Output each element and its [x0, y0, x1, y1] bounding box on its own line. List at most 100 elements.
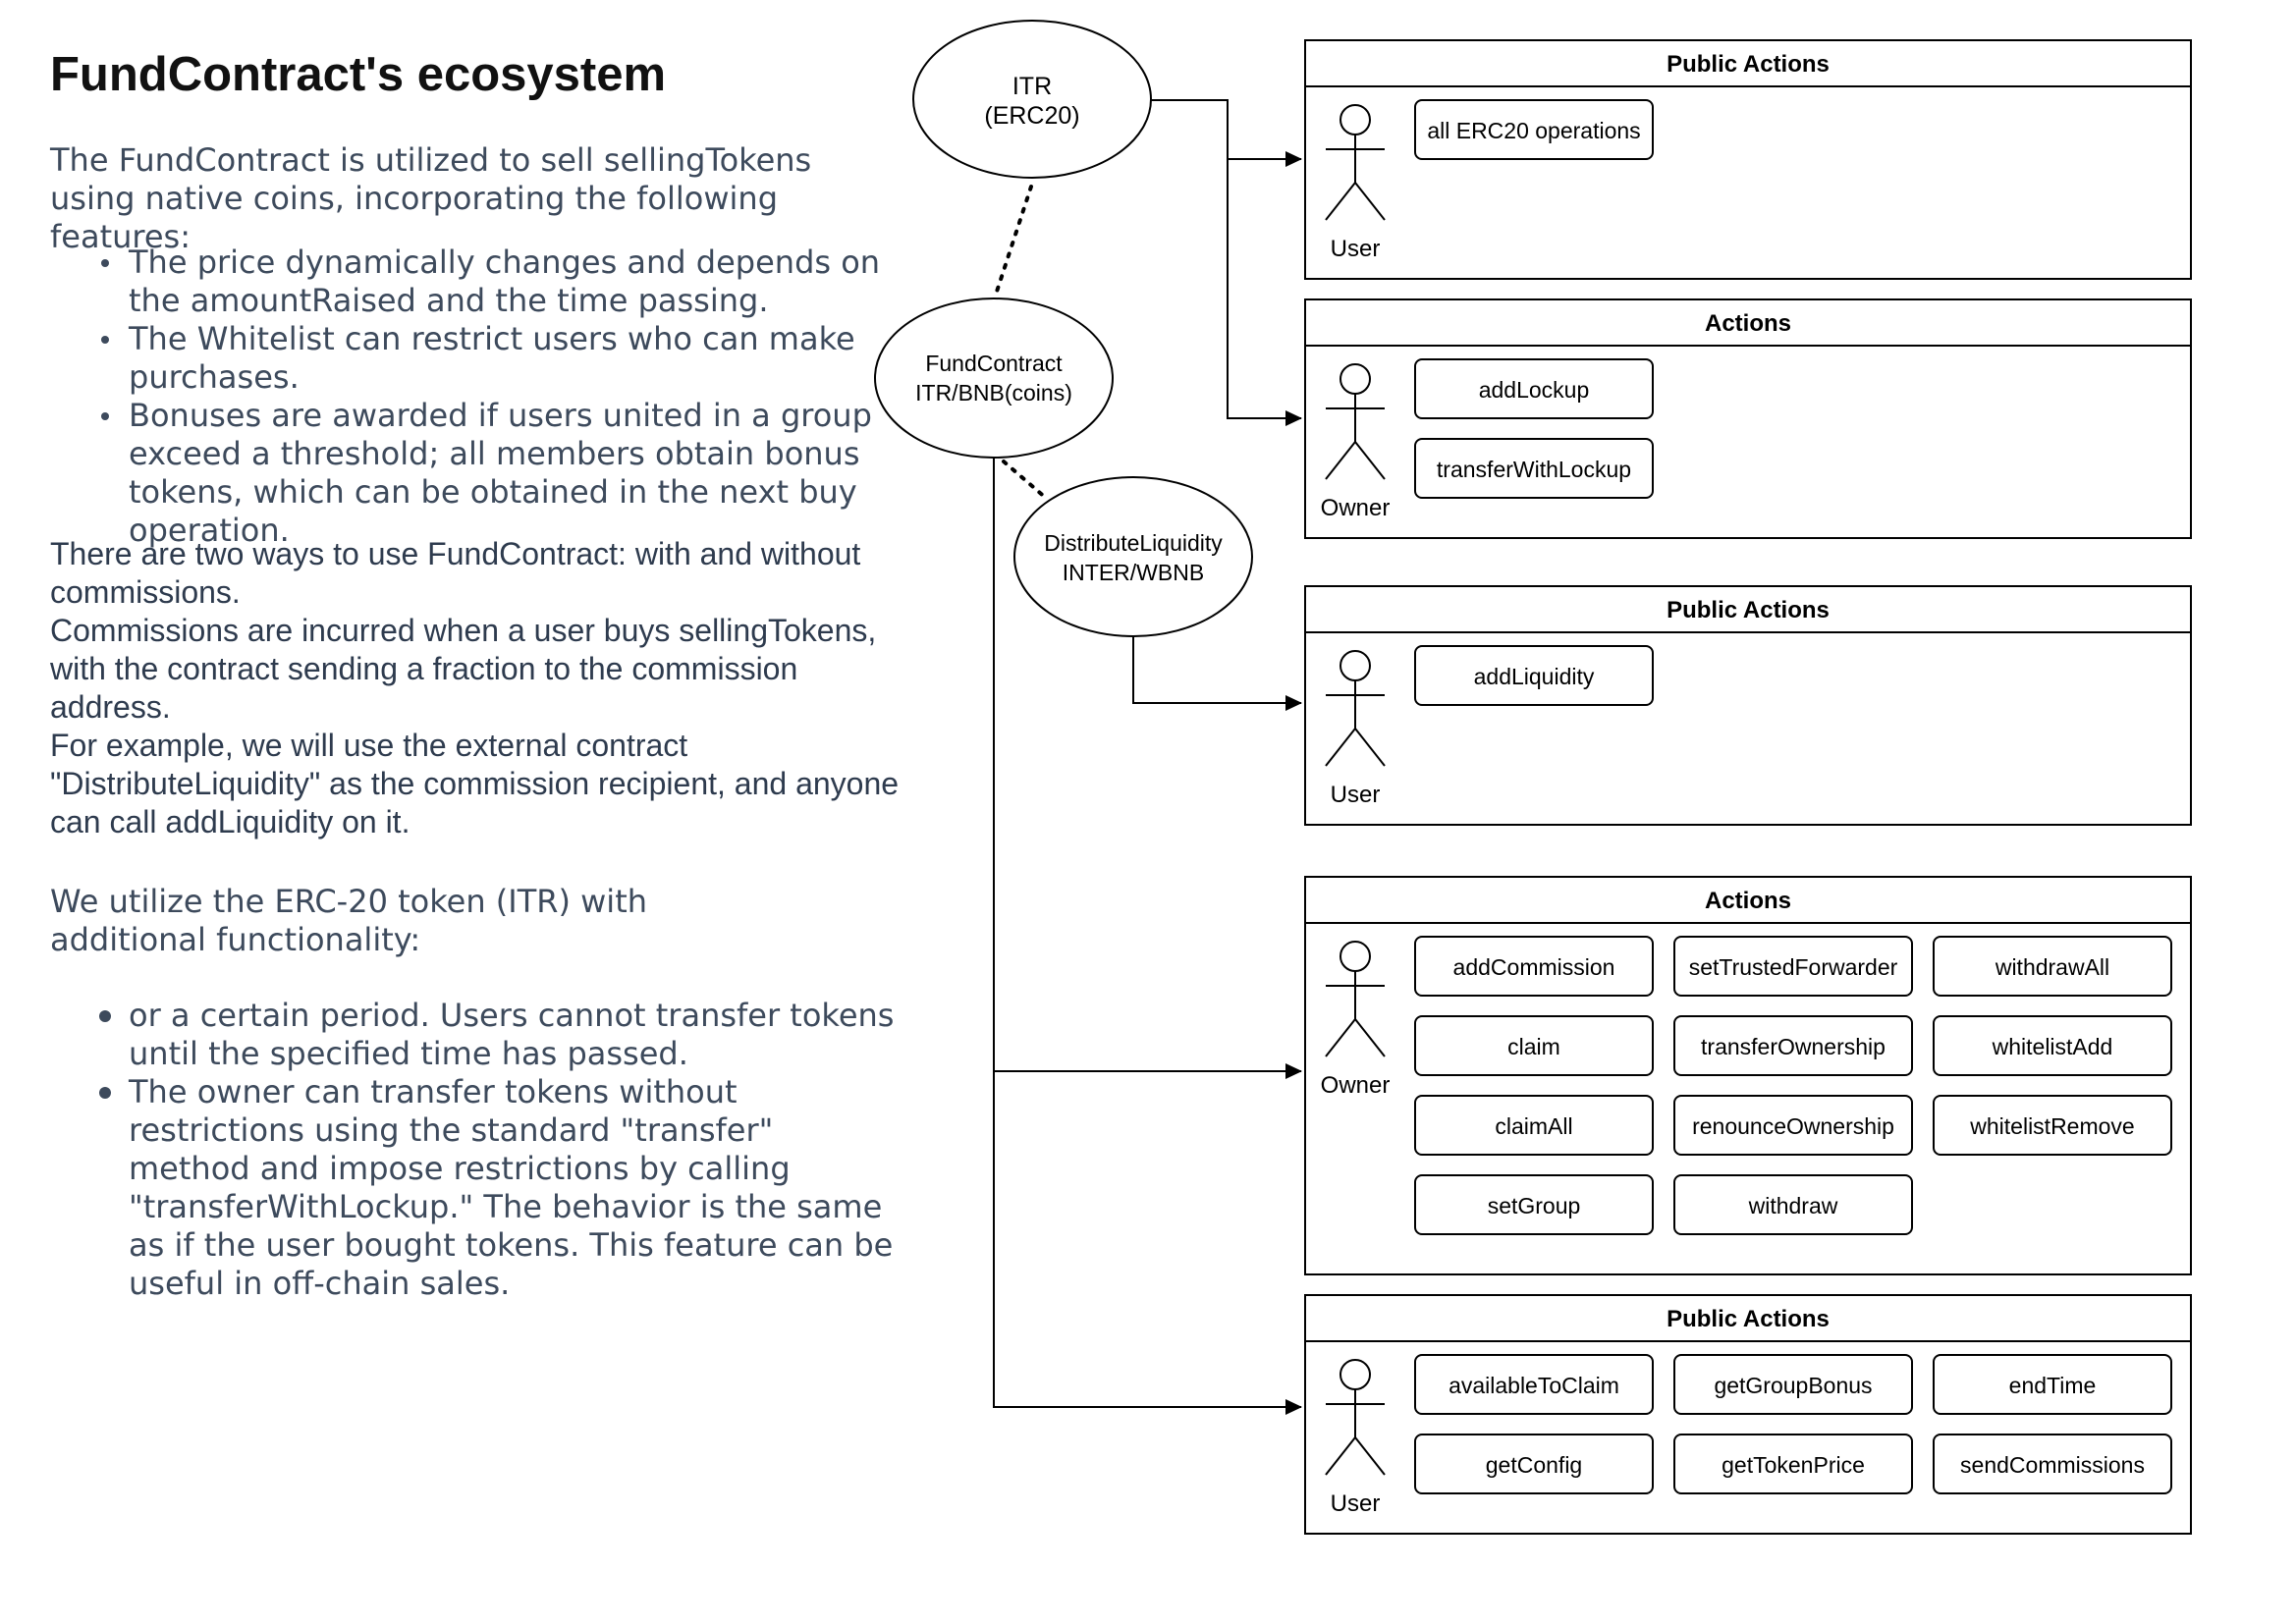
- panel-title: Public Actions: [1667, 1306, 1830, 1332]
- bullet-icon: [101, 336, 109, 344]
- action-button: claimAll: [1414, 1095, 1654, 1156]
- connectors: [993, 99, 1302, 1415]
- action-button-frame: [1673, 1434, 1913, 1494]
- itr-node: [912, 20, 1152, 179]
- connector-distribute-public: [1132, 636, 1302, 711]
- action-button: addLockup: [1414, 358, 1654, 419]
- bullet-icon: [101, 259, 109, 267]
- action-button-frame: [1414, 1174, 1654, 1235]
- action-button: addCommission: [1414, 936, 1654, 997]
- distribute-liquidity-node-sublabel: INTER/WBNB: [1063, 560, 1204, 585]
- action-button: getGroupBonus: [1673, 1354, 1913, 1415]
- action-button-label: whitelistAdd: [1992, 1034, 2113, 1059]
- connector-itr-public: [1151, 99, 1302, 167]
- erc20-feature-list: or a certain period. Users cannot transf…: [50, 997, 895, 1303]
- contract-nodes: ITR (ERC20) FundContract ITR/BNB(coins) …: [874, 20, 1253, 637]
- page-title: FundContract's ecosystem: [50, 48, 667, 101]
- actor-right-leg: [1354, 1018, 1386, 1057]
- actor-left-leg: [1325, 182, 1356, 221]
- action-button-label: getTokenPrice: [1722, 1452, 1865, 1478]
- action-button-frame: [1414, 645, 1654, 706]
- connector-itr-owner: [1227, 159, 1302, 426]
- feature-list: The price dynamically changes and depend…: [50, 244, 895, 550]
- action-button: setGroup: [1414, 1174, 1654, 1235]
- action-button-label: claimAll: [1495, 1113, 1572, 1139]
- action-button: withdrawAll: [1933, 936, 2172, 997]
- actor-icon: [1325, 1359, 1386, 1476]
- action-button-frame: [1414, 936, 1654, 997]
- action-button-label: whitelistRemove: [1969, 1113, 2134, 1139]
- panel-title: Public Actions: [1667, 51, 1830, 78]
- action-button: availableToClaim: [1414, 1354, 1654, 1415]
- action-button: transferOwnership: [1673, 1015, 1913, 1076]
- action-button-frame: [1414, 99, 1654, 160]
- list-item: Bonuses are awarded if users united in a…: [50, 397, 895, 550]
- actor-right-leg: [1354, 728, 1386, 767]
- action-button: getTokenPrice: [1673, 1434, 1913, 1494]
- action-button-label: getConfig: [1486, 1452, 1582, 1478]
- list-item: The price dynamically changes and depend…: [50, 244, 895, 320]
- action-button: whitelistRemove: [1933, 1095, 2172, 1156]
- action-button-frame: [1673, 936, 1913, 997]
- actor-label: Owner: [1321, 495, 1391, 521]
- panel-title: Actions: [1705, 310, 1791, 337]
- action-button-label: addLockup: [1479, 377, 1590, 403]
- actor-icon: [1325, 363, 1386, 480]
- list-item: or a certain period. Users cannot transf…: [50, 997, 895, 1073]
- fund-contract-node-label: FundContract: [925, 351, 1063, 376]
- action-button: sendCommissions: [1933, 1434, 2172, 1494]
- bullet-icon: [101, 412, 109, 420]
- action-button-label: withdraw: [1748, 1193, 1838, 1218]
- dotted-link-fund-distribute: [1002, 460, 1049, 501]
- itr-node-sublabel: (ERC20): [984, 102, 1079, 130]
- actor-label: User: [1331, 1490, 1381, 1517]
- action-button-label: addCommission: [1453, 954, 1615, 980]
- action-button-frame: [1933, 1354, 2172, 1415]
- actor-left-leg: [1325, 1436, 1356, 1476]
- action-button-frame: [1933, 1015, 2172, 1076]
- text-line: Commissions are incurred when a user buy…: [50, 613, 877, 725]
- action-button-label: claim: [1507, 1034, 1560, 1059]
- action-button-label: renounceOwnership: [1692, 1113, 1894, 1139]
- distribute-liquidity-node-label: DistributeLiquidity: [1044, 530, 1223, 556]
- actor-right-leg: [1354, 441, 1386, 480]
- action-button-label: withdrawAll: [1995, 954, 2109, 980]
- action-button-label: sendCommissions: [1960, 1452, 2145, 1478]
- actor-icon: [1325, 650, 1386, 767]
- actor-label: Owner: [1321, 1072, 1391, 1099]
- action-button: renounceOwnership: [1673, 1095, 1913, 1156]
- actor-left-leg: [1325, 441, 1356, 480]
- actor-icon: [1325, 104, 1386, 221]
- action-button: all ERC20 operations: [1414, 99, 1654, 160]
- action-button-label: getGroupBonus: [1714, 1373, 1872, 1398]
- action-button: getConfig: [1414, 1434, 1654, 1494]
- text-line: There are two ways to use FundContract: …: [50, 536, 861, 610]
- action-button: whitelistAdd: [1933, 1015, 2172, 1076]
- action-button: setTrustedForwarder: [1673, 936, 1913, 997]
- distribute-liquidity-node: [1013, 476, 1253, 637]
- action-button: endTime: [1933, 1354, 2172, 1415]
- action-button-frame: [1414, 438, 1654, 499]
- action-button-frame: [1414, 1015, 1654, 1076]
- action-button-label: all ERC20 operations: [1427, 118, 1640, 143]
- actor-right-leg: [1354, 182, 1386, 221]
- list-item: The owner can transfer tokens without re…: [50, 1073, 895, 1303]
- action-button-label: setGroup: [1488, 1193, 1581, 1218]
- action-button-label: addLiquidity: [1474, 664, 1595, 689]
- bullet-icon: [99, 1087, 111, 1099]
- itr-node-label: ITR: [1012, 73, 1052, 100]
- action-button-frame: [1673, 1174, 1913, 1235]
- actor-label: User: [1331, 236, 1381, 262]
- action-button-label: transferWithLockup: [1437, 457, 1631, 482]
- action-button-frame: [1673, 1015, 1913, 1076]
- actor-left-leg: [1325, 728, 1356, 767]
- action-button: claim: [1414, 1015, 1654, 1076]
